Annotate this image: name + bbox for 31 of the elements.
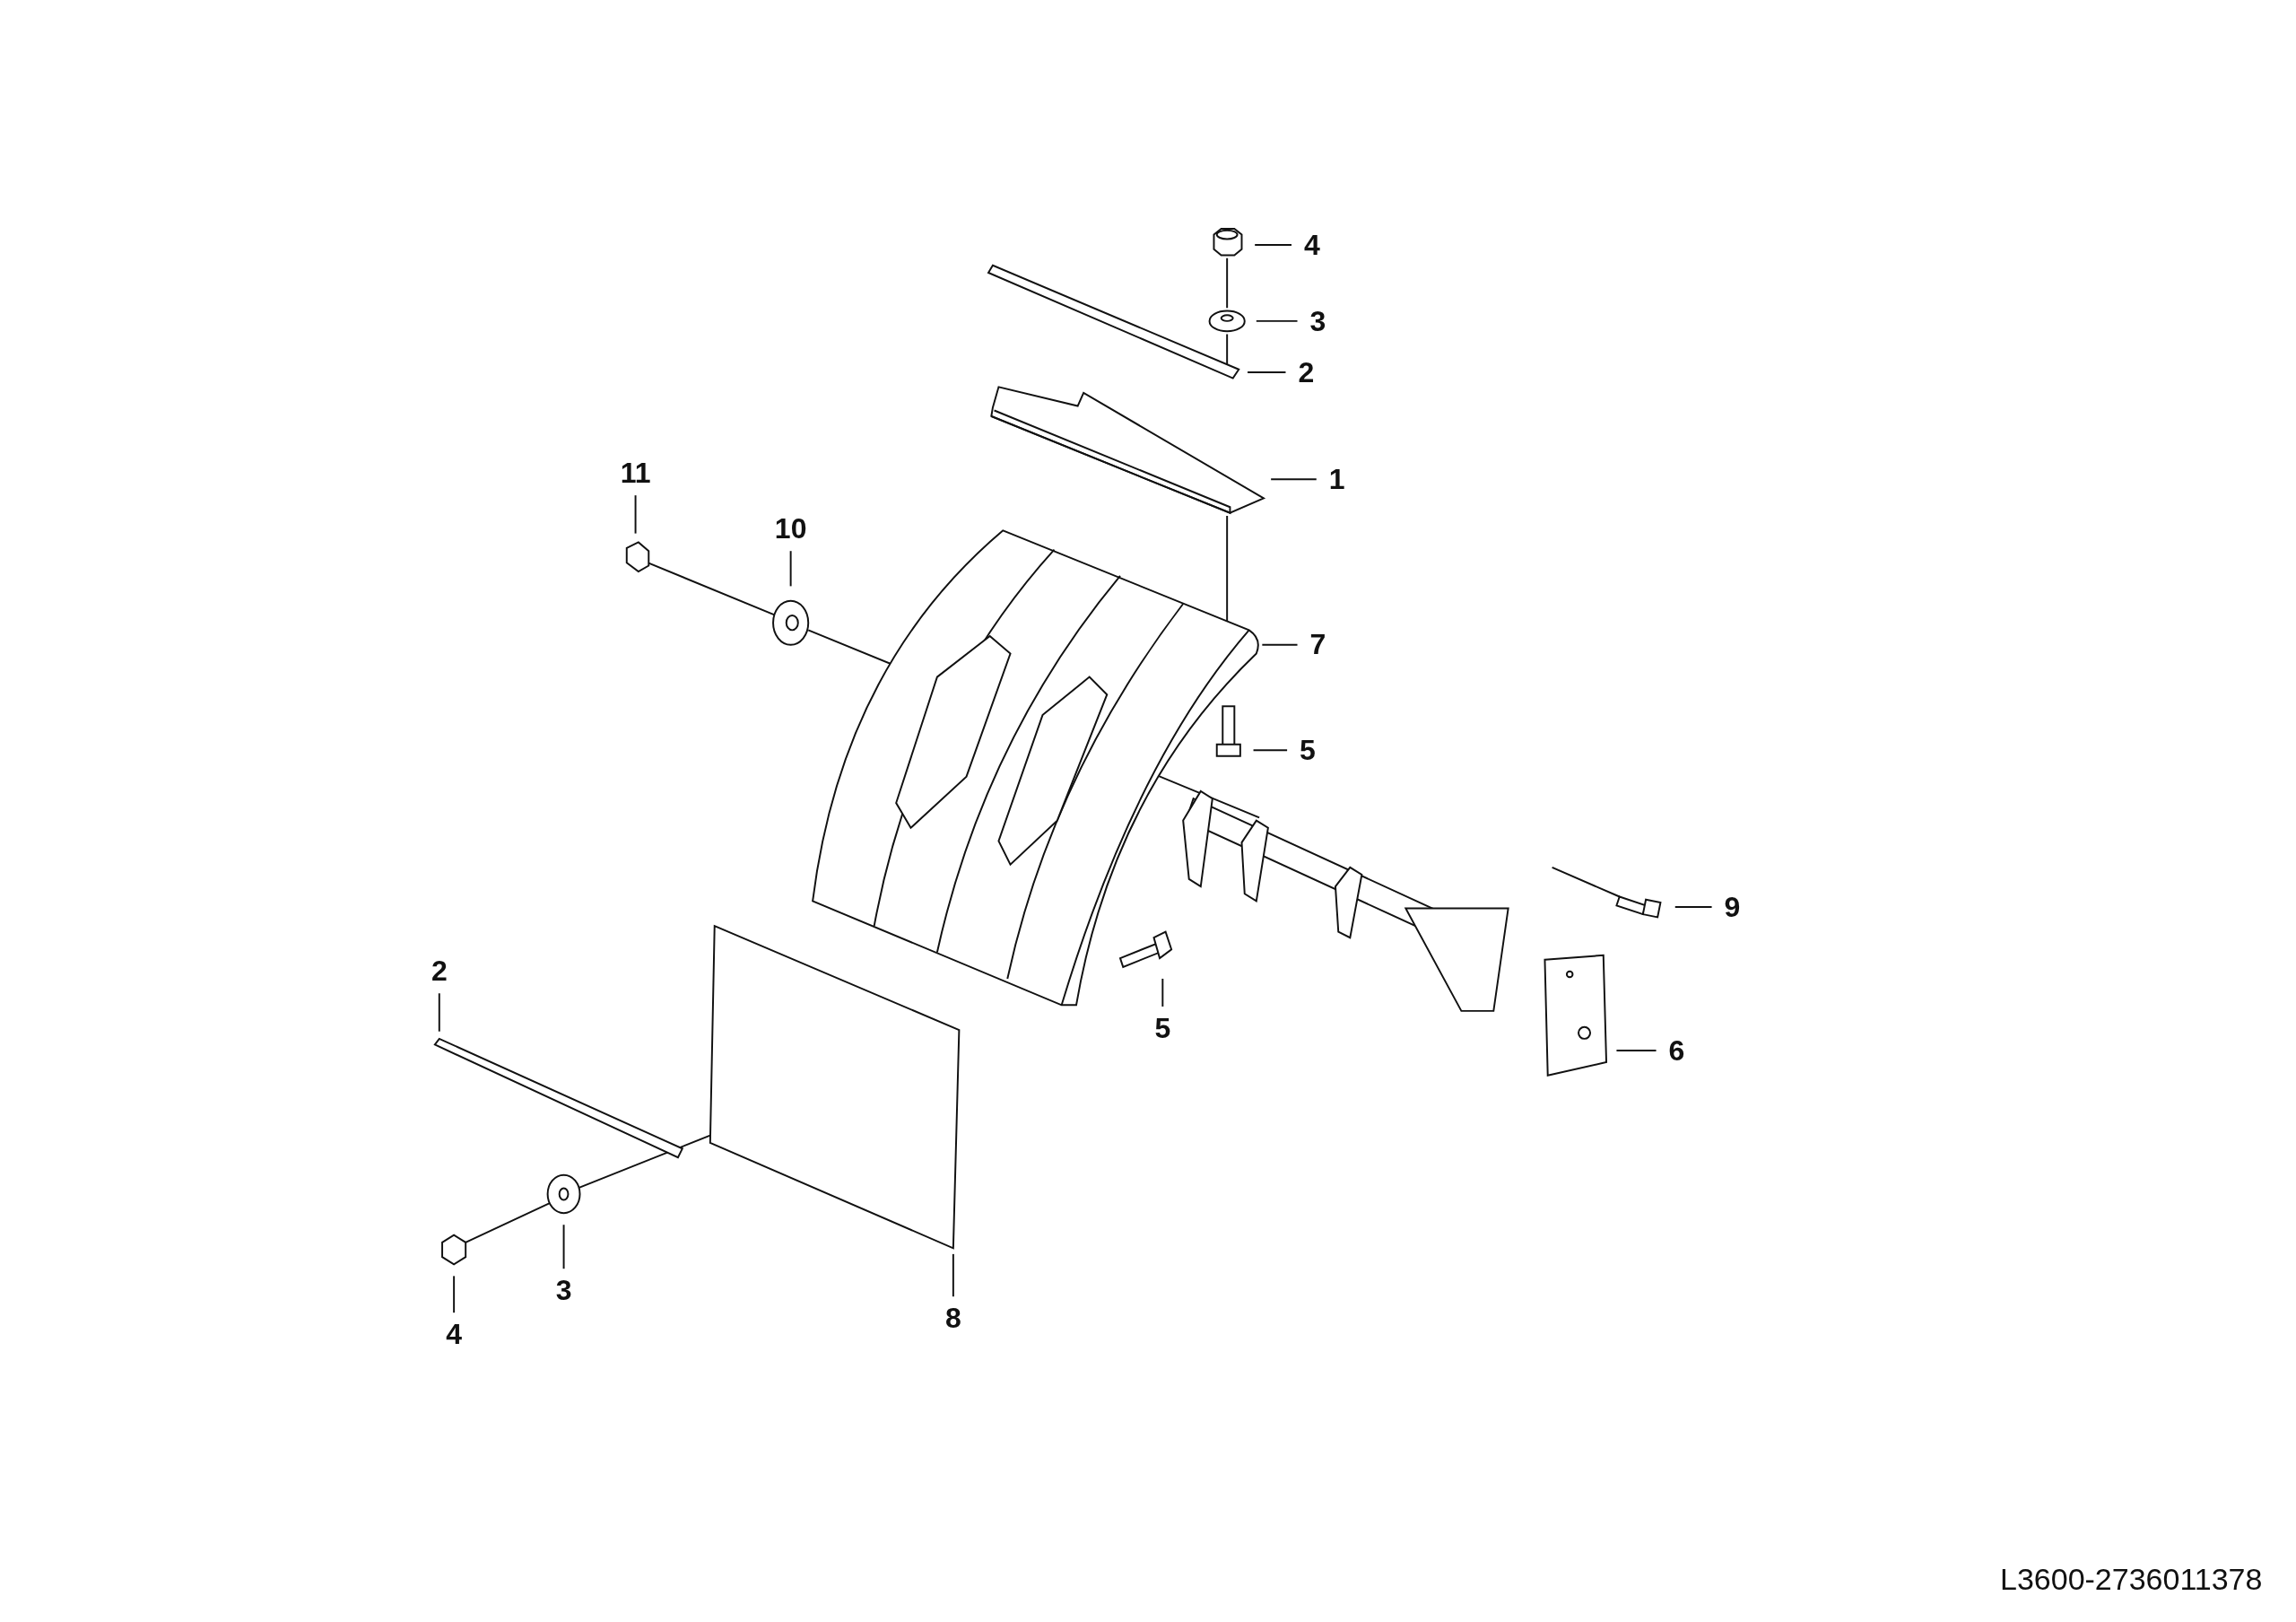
leader-line [1254,244,1292,246]
drawing-number: L3600-2736011378 [2000,1561,2263,1597]
leader-line [952,1252,954,1298]
leader-line [1255,319,1299,322]
leader-line [1615,1049,1657,1051]
leader-line [789,550,792,588]
callout-number: 10 [774,514,807,544]
leader-line [453,1275,456,1314]
leader-line [438,992,440,1033]
callout-number: 8 [944,1304,961,1333]
callout-number: 3 [1309,306,1326,336]
callout-number: 11 [620,458,651,488]
leader-line [1261,643,1299,646]
leader-line [634,494,637,535]
callout-number: 7 [1309,630,1326,659]
callout-number: 9 [1724,892,1741,921]
callout-number: 4 [1303,230,1320,259]
callout-number: 1 [1328,464,1345,493]
callout-number: 6 [1668,1035,1685,1065]
leader-line [1161,977,1164,1007]
leader-line [1252,749,1289,752]
leader-line [562,1224,565,1270]
callout-number: 2 [430,956,448,986]
callout-number: 2 [1298,357,1315,387]
callout-number: 4 [446,1320,462,1349]
callout-number: 5 [1154,1014,1171,1043]
callout-number: 5 [1300,735,1316,764]
leader-line [1270,478,1318,481]
leader-line [1247,371,1287,373]
callout-number: 3 [555,1276,572,1305]
leader-line [1674,905,1713,908]
